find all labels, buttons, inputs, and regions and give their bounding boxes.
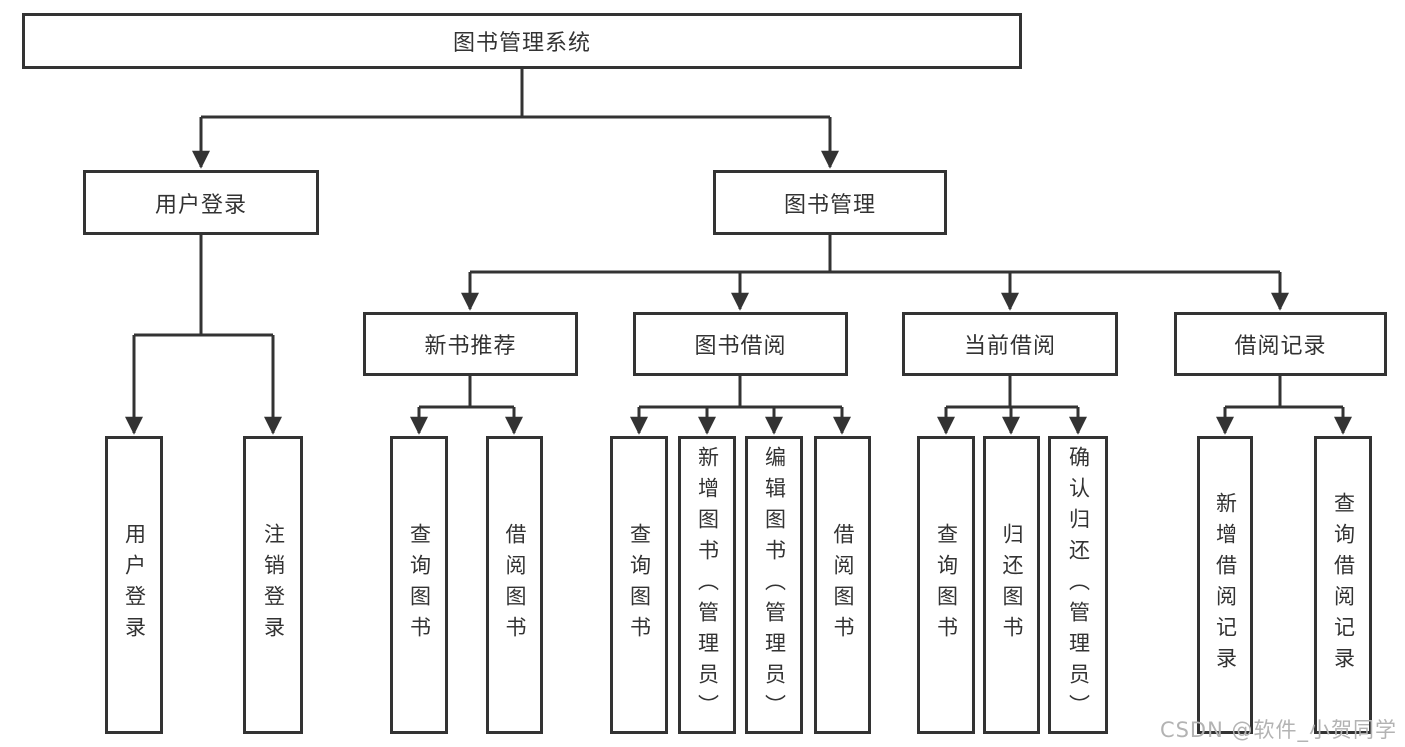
- leaf-confirm-return-admin: 确认归还（管理员）: [1048, 436, 1108, 734]
- leaf-add-book-admin: 新增图书（管理员）: [678, 436, 736, 734]
- node-current-borrow: 当前借阅: [902, 312, 1118, 376]
- node-new-book-recommend: 新书推荐: [363, 312, 578, 376]
- csdn-watermark: CSDN @软件_小贺同学: [1159, 718, 1397, 742]
- node-borrow-record: 借阅记录: [1174, 312, 1387, 376]
- node-borrow-record-label: 借阅记录: [1234, 334, 1327, 359]
- leaf-query-book-current: 查询图书: [917, 436, 975, 734]
- node-root-label: 图书管理系统: [452, 31, 591, 56]
- leaf-logout-label: 注销登录: [261, 523, 286, 647]
- node-user-login: 用户登录: [83, 170, 319, 235]
- leaf-query-book-current-label: 查询图书: [934, 523, 959, 647]
- leaf-query-borrow-record-label: 查询借阅记录: [1331, 492, 1356, 678]
- leaf-query-book-borrow-label: 查询图书: [627, 523, 652, 647]
- leaf-user-login-label: 用户登录: [122, 523, 147, 647]
- leaf-confirm-return-admin-label: 确认归还（管理员）: [1066, 445, 1091, 725]
- leaf-edit-book-admin: 编辑图书（管理员）: [745, 436, 803, 734]
- leaf-query-book-recommend-label: 查询图书: [407, 523, 432, 647]
- leaf-logout: 注销登录: [243, 436, 303, 734]
- leaf-query-borrow-record: 查询借阅记录: [1314, 436, 1372, 734]
- node-book-borrow-label: 图书借阅: [694, 334, 787, 359]
- leaf-borrow-book-recommend-label: 借阅图书: [503, 523, 527, 647]
- node-root-system: 图书管理系统: [22, 13, 1022, 69]
- leaf-return-book: 归还图书: [983, 436, 1040, 734]
- leaf-add-borrow-record: 新增借阅记录: [1197, 436, 1253, 734]
- leaf-add-book-admin-label: 新增图书（管理员）: [695, 445, 720, 725]
- leaf-query-book-borrow: 查询图书: [610, 436, 668, 734]
- node-book-management-label: 图书管理: [783, 192, 876, 218]
- node-new-book-recommend-label: 新书推荐: [424, 334, 517, 359]
- node-user-login-label: 用户登录: [154, 192, 247, 218]
- leaf-edit-book-admin-label: 编辑图书（管理员）: [762, 445, 787, 725]
- node-book-borrow: 图书借阅: [633, 312, 848, 376]
- node-book-management: 图书管理: [713, 170, 947, 235]
- leaf-user-login: 用户登录: [105, 436, 163, 734]
- leaf-return-book-label: 归还图书: [1000, 523, 1024, 647]
- leaf-borrow-book: 借阅图书: [814, 436, 871, 734]
- leaf-query-book-recommend: 查询图书: [390, 436, 448, 734]
- node-current-borrow-label: 当前借阅: [963, 334, 1056, 359]
- leaf-borrow-book-recommend: 借阅图书: [486, 436, 543, 734]
- leaf-add-borrow-record-label: 新增借阅记录: [1213, 492, 1238, 678]
- leaf-borrow-book-label: 借阅图书: [831, 523, 855, 647]
